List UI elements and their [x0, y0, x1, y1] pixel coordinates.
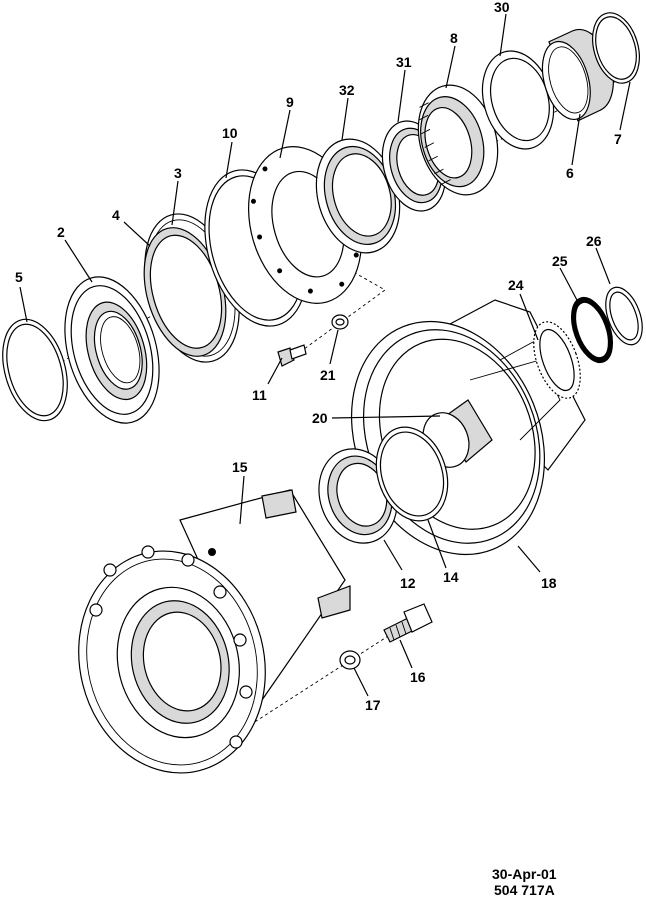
label-part-20: 20 — [312, 410, 328, 426]
part-5-snap-ring — [2, 318, 68, 422]
part-17-washer — [339, 650, 361, 670]
hub-bolt-leader — [249, 621, 411, 726]
label-part-31: 31 — [396, 54, 412, 70]
stamp-reference: 504 717A — [494, 882, 555, 898]
label-part-3: 3 — [174, 165, 182, 181]
label-part-9: 9 — [286, 94, 294, 110]
label-part-32: 32 — [339, 82, 355, 98]
label-part-14: 14 — [443, 569, 459, 585]
label-part-24: 24 — [508, 277, 524, 293]
label-part-10: 10 — [222, 125, 238, 141]
part-7-snap-ring — [592, 12, 640, 84]
part-26-nut — [605, 286, 643, 346]
part-15-wheel-hub — [78, 489, 351, 774]
part-25-lock-ring — [570, 296, 614, 364]
label-part-8: 8 — [450, 30, 458, 46]
callout-labels: 5 2 3 4 10 9 32 31 8 30 6 7 11 21 20 24 … — [15, 0, 622, 713]
label-part-2: 2 — [57, 224, 65, 240]
part-32-seal — [315, 138, 401, 254]
label-part-18: 18 — [541, 575, 557, 591]
part-14-snap-ring — [375, 426, 449, 522]
part-16-hub-bolt — [383, 603, 433, 643]
label-part-30: 30 — [494, 0, 510, 15]
callout-leaders — [19, 13, 631, 697]
label-part-17: 17 — [365, 697, 381, 713]
label-part-5: 5 — [15, 269, 23, 285]
bolt-11-leader — [299, 269, 386, 353]
label-part-11: 11 — [252, 387, 267, 403]
drawing-stamp: 30-Apr-01 504 717A — [492, 866, 557, 898]
label-part-21: 21 — [320, 367, 336, 383]
part-21-washer — [331, 314, 349, 330]
part-4-seal — [143, 227, 227, 357]
label-part-6: 6 — [566, 165, 574, 181]
label-part-7: 7 — [614, 131, 622, 147]
label-part-12: 12 — [400, 575, 416, 591]
part-24-tone-wheel — [533, 321, 581, 399]
stamp-date: 30-Apr-01 — [492, 866, 557, 882]
part-8-roller-bearing — [417, 84, 499, 196]
part-30-bearing-cup — [481, 50, 555, 150]
label-part-15: 15 — [232, 459, 248, 475]
hub-stud-holes — [89, 545, 253, 749]
part-11-bolt — [277, 344, 307, 367]
label-part-26: 26 — [586, 233, 602, 249]
label-part-16: 16 — [410, 669, 426, 685]
part-2-seal-carrier — [64, 276, 160, 424]
label-part-25: 25 — [552, 253, 568, 269]
label-part-4: 4 — [112, 207, 120, 223]
